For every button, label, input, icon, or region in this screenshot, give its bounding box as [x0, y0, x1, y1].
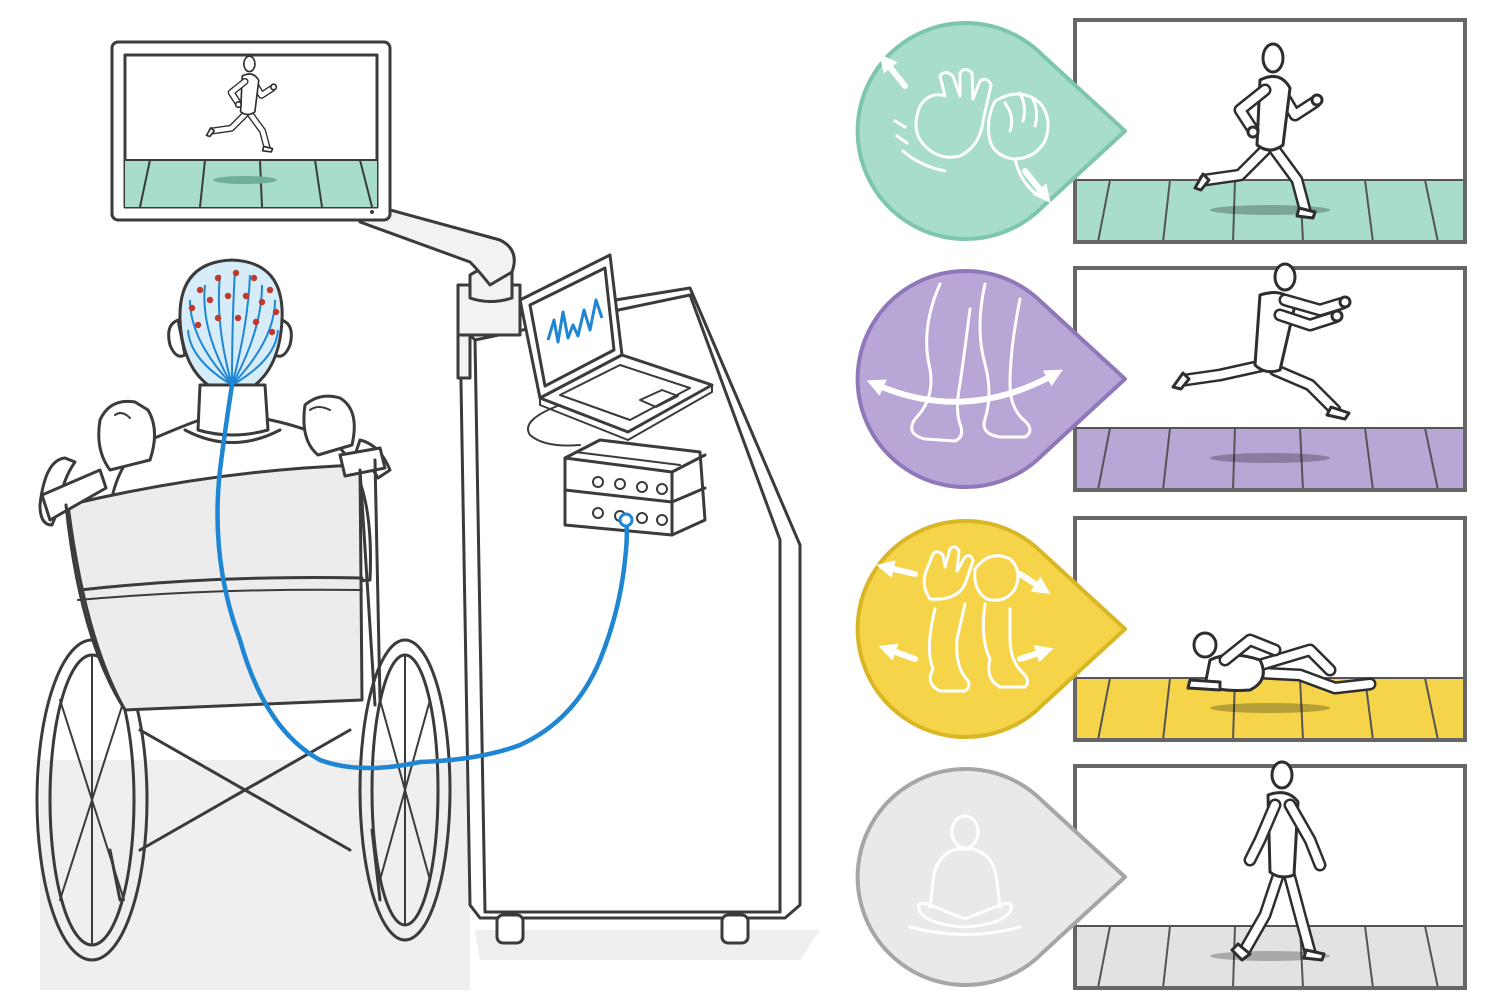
desk-leg-right	[720, 913, 750, 945]
avatar-shadow	[1210, 453, 1330, 463]
eeg-cap	[178, 258, 284, 387]
eeg-amplifier	[563, 438, 707, 537]
avatar-jumping	[1171, 262, 1352, 421]
floor-legs	[1075, 428, 1465, 490]
floor-shadow-desk	[475, 930, 820, 960]
hands-icon	[879, 53, 1051, 204]
monitor	[110, 40, 392, 222]
panel-rest	[855, 760, 1467, 990]
meditation-icon	[908, 814, 1022, 936]
laptop-cable	[527, 404, 581, 447]
avatar-walking	[1230, 760, 1327, 962]
floor-rest	[1075, 926, 1465, 988]
floor-hands	[1075, 180, 1465, 242]
panel-hands	[855, 18, 1467, 244]
laptop	[518, 253, 714, 441]
avatar-shadow	[1210, 703, 1330, 713]
desk-leg-left	[495, 913, 525, 945]
eeg-cable	[215, 382, 630, 771]
panels	[855, 18, 1467, 990]
wheelchair-backrest	[40, 446, 387, 712]
legs-icon	[866, 282, 1063, 443]
hands-and-legs-icon	[876, 545, 1054, 693]
panel-both	[855, 516, 1467, 742]
outcome-frame	[1073, 516, 1467, 742]
panel-legs	[855, 262, 1467, 492]
monitor-arm	[358, 203, 522, 380]
floor-both	[1075, 678, 1465, 740]
eeg-signal-trace	[546, 298, 604, 344]
avatar-fallen	[1186, 631, 1377, 695]
desk	[458, 286, 802, 945]
